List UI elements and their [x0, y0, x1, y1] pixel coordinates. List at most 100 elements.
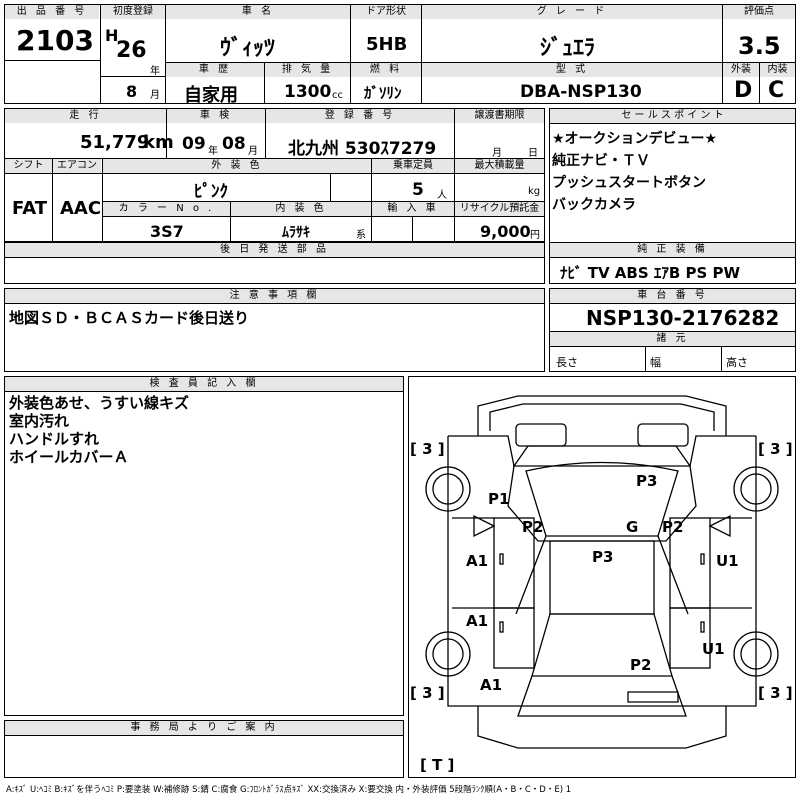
car-diagram: [425, 395, 779, 749]
inspector-note: ホイールカバーＡ: [9, 448, 129, 466]
spec-length: 長さ: [556, 356, 578, 369]
lot-header: 出 品 番 号: [5, 5, 99, 19]
km-unit: km: [143, 132, 174, 153]
int-color-header: 内 装 色: [231, 202, 371, 216]
top-info-block: [4, 4, 796, 104]
model-header: 型 式: [422, 63, 722, 77]
doc-day: 日: [528, 148, 538, 159]
chassis-number: NSP130-2176282: [586, 306, 780, 330]
transfer-doc-header: 譲渡書期限: [455, 109, 544, 123]
office-header: 事 務 局 よ り ご 案 内: [5, 721, 403, 735]
damage-mark: P2: [662, 518, 684, 536]
damage-mark: A1: [466, 552, 489, 570]
damage-mark: [ T ]: [420, 756, 455, 774]
sales-point: 純正ナビ・ＴＶ: [552, 153, 650, 169]
specs-header: 諸 元: [550, 332, 795, 346]
damage-diagram: [408, 376, 796, 778]
aircon-header: エアコン: [53, 159, 101, 173]
insp-month: 08: [222, 134, 246, 154]
damage-mark: A1: [466, 612, 489, 630]
exterior-header: 外装: [723, 63, 759, 77]
mileage-header: 走 行: [5, 109, 166, 123]
max-load-header: 最大積載量: [455, 159, 544, 173]
reg-number-header: 登 録 番 号: [266, 109, 454, 123]
history-header: 車 歴: [166, 63, 264, 77]
insp-year: 09: [182, 134, 206, 154]
yen-unit: 円: [530, 230, 540, 241]
office-block: [4, 720, 404, 778]
capacity-header: 乗車定員: [372, 159, 454, 173]
damage-mark: [ 3 ]: [410, 684, 445, 702]
damage-mark: [ 3 ]: [410, 440, 445, 458]
grade: ｼﾞｭｴﾗ: [540, 36, 596, 61]
damage-mark: A1: [480, 676, 503, 694]
inspection-header: 車 検: [167, 109, 265, 123]
later-parts-block: [4, 242, 545, 284]
damage-mark: P1: [488, 490, 510, 508]
person-unit: 人: [437, 190, 447, 201]
recycle-header: リサイクル預託金: [455, 202, 544, 216]
chassis-header: 車 台 番 号: [550, 289, 795, 303]
inspector-note: ハンドルすれ: [9, 430, 100, 448]
damage-mark: U1: [702, 640, 725, 658]
interior-grade: C: [768, 78, 785, 103]
inspector-header: 検 査 員 記 入 欄: [5, 377, 403, 391]
import-header: 輸 入 車: [372, 202, 454, 216]
damage-mark: P3: [636, 472, 658, 490]
era: H: [105, 26, 119, 45]
kei-unit: 系: [356, 230, 366, 241]
spec-width: 幅: [650, 356, 661, 369]
mileage: 51,779: [80, 132, 150, 153]
insp-month-unit: 月: [248, 146, 258, 157]
model-code: DBA-NSP130: [520, 82, 642, 102]
sales-point: ★オークションデビュー★: [552, 131, 718, 147]
color-no: 3S7: [150, 222, 184, 241]
color-no-header: カ ラ ー N o .: [103, 202, 230, 216]
door-type: 5HB: [366, 34, 408, 55]
damage-mark: G: [626, 518, 639, 536]
fuel-header: 燃 料: [351, 63, 421, 77]
reg-year: 26: [116, 38, 147, 63]
detail-block: [4, 108, 545, 242]
shift: FAT: [12, 198, 48, 219]
ext-color-header: 外 装 色: [103, 159, 371, 173]
spec-height: 高さ: [726, 356, 748, 369]
score: 3.5: [738, 32, 781, 60]
caution-text: 地図ＳＤ・ＢＣＡＳカード後日送り: [9, 309, 250, 327]
first-reg-header: 初度登録: [101, 5, 165, 19]
caution-block: [4, 288, 545, 372]
interior-header: 内装: [760, 63, 795, 77]
history: 自家用: [184, 85, 238, 106]
inspector-block: [4, 376, 404, 716]
legend-text: A:ｷｽﾞ U:ﾍｺﾐ B:ｷｽﾞを伴うﾍｺﾐ P:要塗装 W:補修跡 S:錆 …: [6, 785, 572, 795]
inspector-note: 外装色あせ、うすい線キズ: [9, 394, 190, 412]
damage-mark: [ 3 ]: [758, 440, 793, 458]
damage-mark: P2: [630, 656, 652, 674]
inspector-note: 室内汚れ: [9, 412, 70, 430]
later-parts-header: 後 日 発 送 部 品: [5, 243, 544, 257]
caution-header: 注 意 事 項 欄: [5, 289, 544, 303]
month-unit: 月: [150, 90, 160, 101]
car-name-header: 車 名: [166, 5, 350, 19]
doc-month: 月: [492, 148, 502, 159]
displacement-header: 排 気 量: [265, 63, 350, 77]
capacity: 5: [412, 180, 424, 200]
cc-unit: cc: [332, 90, 343, 101]
sales-point: プッシュスタートボタン: [552, 175, 706, 191]
sales-point: バックカメラ: [552, 197, 636, 213]
chassis-block: [549, 288, 796, 372]
displacement: 1300: [284, 82, 332, 102]
insp-year-unit: 年: [208, 146, 218, 157]
aircon: AAC: [60, 198, 102, 219]
reg-month: 8: [126, 82, 138, 101]
grade-header: グ レ ー ド: [422, 5, 722, 19]
damage-mark: U1: [716, 552, 739, 570]
score-header: 評価点: [723, 5, 795, 19]
damage-mark: [ 3 ]: [758, 684, 793, 702]
genuine-equip-header: 純 正 装 備: [550, 243, 795, 257]
ext-color: ﾋﾟﾝｸ: [194, 182, 228, 202]
year-unit: 年: [150, 66, 160, 77]
damage-mark: P3: [592, 548, 614, 566]
kg-unit: kg: [528, 186, 541, 197]
equipment-list: ﾅﾋﾞ TV ABS ｴｱB PS PW: [560, 264, 741, 282]
